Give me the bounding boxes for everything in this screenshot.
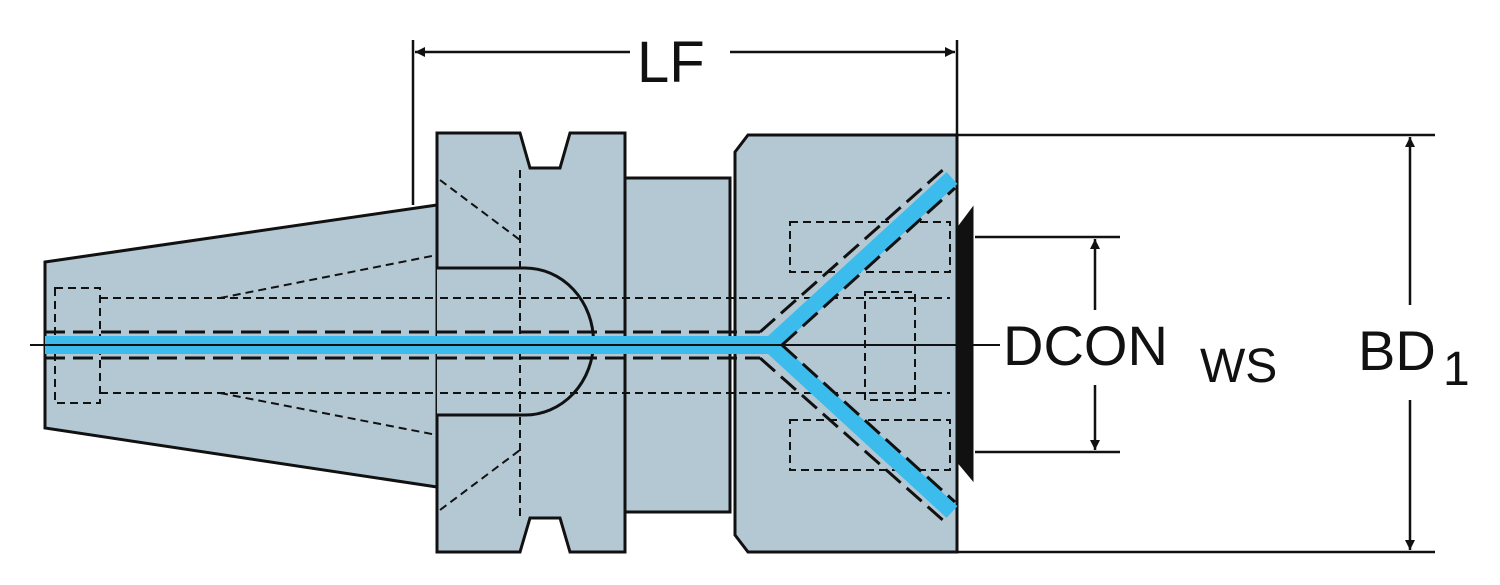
lf-label: LF	[637, 30, 705, 95]
bd-label: BD	[1358, 319, 1436, 382]
dcon-label: DCON	[1003, 314, 1168, 377]
bd-subscript: 1	[1443, 343, 1470, 396]
dcon-subscript: WS	[1200, 340, 1277, 393]
dimension-lines	[411, 40, 1435, 554]
hidden-lines	[54, 170, 951, 520]
